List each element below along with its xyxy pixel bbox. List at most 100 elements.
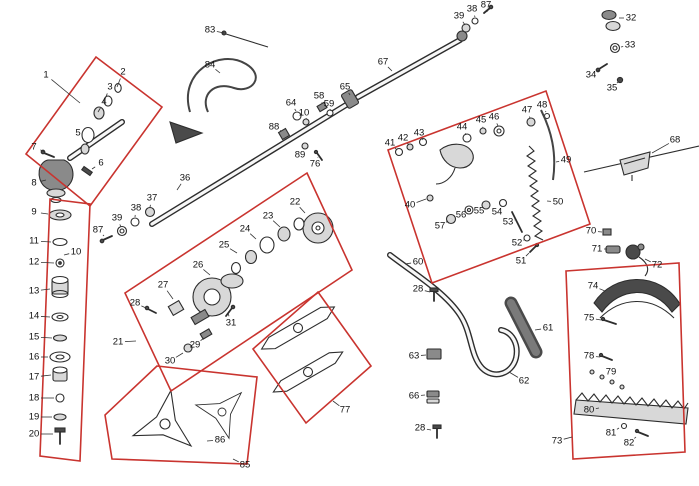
leader-line-11 (40, 241, 52, 243)
part-label-68: 68 (670, 135, 681, 146)
tri-blade-group-outline (104, 365, 258, 465)
guard-assembly (573, 278, 689, 437)
leader-line-62 (508, 371, 519, 378)
part-label-60: 60 (413, 257, 424, 268)
leader-line-85 (232, 458, 239, 463)
part-label-39: 39 (112, 213, 123, 224)
part-label-89: 89 (295, 150, 306, 161)
part-label-28: 28 (415, 423, 426, 434)
part-label-33: 33 (625, 40, 636, 51)
leader-line-29 (200, 337, 205, 342)
leader-line-77 (332, 400, 340, 407)
drive-shaft-tube (149, 30, 468, 227)
leader-line-49 (555, 160, 560, 163)
leader-line-24 (249, 233, 257, 240)
leader-line-28 (141, 305, 147, 309)
part-label-37: 37 (147, 193, 158, 204)
part-label-19: 19 (29, 412, 40, 423)
leader-line-65 (348, 92, 351, 96)
leader-line-60 (404, 262, 412, 265)
part-label-40: 40 (405, 200, 416, 211)
tri-blades (131, 388, 243, 447)
leader-line-48 (545, 110, 547, 113)
fastener-column-group-outline (39, 198, 91, 462)
leader-line-8 (40, 179, 47, 182)
leader-line-74 (599, 288, 606, 292)
part-label-8: 8 (31, 178, 36, 189)
mid-shaft-clamps (277, 101, 334, 161)
blade-mount-hardware-column (48, 209, 72, 445)
leader-line-2 (116, 78, 121, 88)
leader-line-61 (534, 328, 542, 331)
leader-line-28 (426, 428, 432, 431)
part-label-74: 74 (588, 281, 599, 292)
part-label-18: 18 (29, 393, 40, 404)
part-label-52: 52 (512, 238, 523, 249)
leader-line-41 (394, 147, 398, 151)
leader-line-9 (40, 212, 49, 215)
switch-parts (602, 228, 649, 277)
part-label-58: 58 (314, 91, 325, 102)
part-label-63: 63 (409, 351, 420, 362)
illustration (38, 4, 699, 447)
shaft-end-fittings-top (461, 4, 494, 33)
gear-head-assembly (38, 83, 125, 204)
leader-line-13 (40, 288, 51, 291)
leader-line-43 (422, 138, 424, 141)
part-label-73: 73 (552, 436, 563, 447)
leader-line-12 (40, 261, 55, 264)
part-label-20: 20 (29, 429, 40, 440)
part-label-28: 28 (130, 298, 141, 309)
part-label-88: 88 (269, 122, 280, 133)
part-label-77: 77 (340, 405, 351, 416)
twin-blade-group-outline (251, 290, 373, 425)
ignition-switch (625, 244, 641, 260)
part-label-3: 3 (107, 82, 112, 93)
leader-line-83 (216, 31, 225, 34)
part-label-26: 26 (193, 260, 204, 271)
part-label-46: 46 (489, 112, 500, 123)
part-label-9: 9 (31, 207, 36, 218)
shaft-end-cap (456, 30, 468, 42)
leader-line-51 (525, 252, 530, 257)
gearbox-group-outline (123, 171, 354, 393)
part-label-47: 47 (522, 105, 533, 116)
leader-line-26 (203, 269, 211, 276)
bevel-gear-head (38, 159, 74, 192)
part-label-24: 24 (240, 224, 251, 235)
leader-line-44 (464, 133, 467, 136)
part-label-35: 35 (607, 83, 618, 94)
mid-shaft-fittings (99, 206, 156, 244)
leader-line-67 (387, 66, 393, 72)
part-label-7: 7 (31, 142, 36, 153)
part-label-13: 13 (29, 286, 40, 297)
part-label-10: 10 (71, 247, 82, 258)
leader-line-47 (529, 116, 531, 119)
leader-line-82 (634, 436, 637, 439)
part-label-80: 80 (584, 405, 595, 416)
handle-clamp (426, 348, 442, 360)
part-label-86: 86 (215, 435, 226, 446)
part-label-41: 41 (385, 138, 396, 149)
part-label-70: 70 (586, 226, 597, 237)
part-label-30: 30 (165, 356, 176, 367)
part-label-6: 6 (98, 158, 103, 169)
part-label-5: 5 (75, 128, 80, 139)
part-label-14: 14 (29, 311, 40, 322)
leader-line-73 (563, 436, 573, 440)
part-label-23: 23 (263, 211, 274, 222)
cable-bracket (169, 121, 204, 144)
return-spring (526, 145, 544, 241)
part-label-38: 38 (131, 203, 142, 214)
leader-line-31 (227, 312, 230, 317)
part-label-31: 31 (226, 318, 237, 329)
part-label-76: 76 (310, 159, 321, 170)
leader-line-10 (305, 117, 307, 120)
leader-line-84 (215, 69, 221, 74)
part-label-22: 22 (290, 197, 301, 208)
part-label-82: 82 (624, 438, 635, 449)
leader-line-72 (644, 258, 651, 263)
top-right-hardware (595, 9, 624, 84)
leader-line-25 (229, 248, 238, 254)
